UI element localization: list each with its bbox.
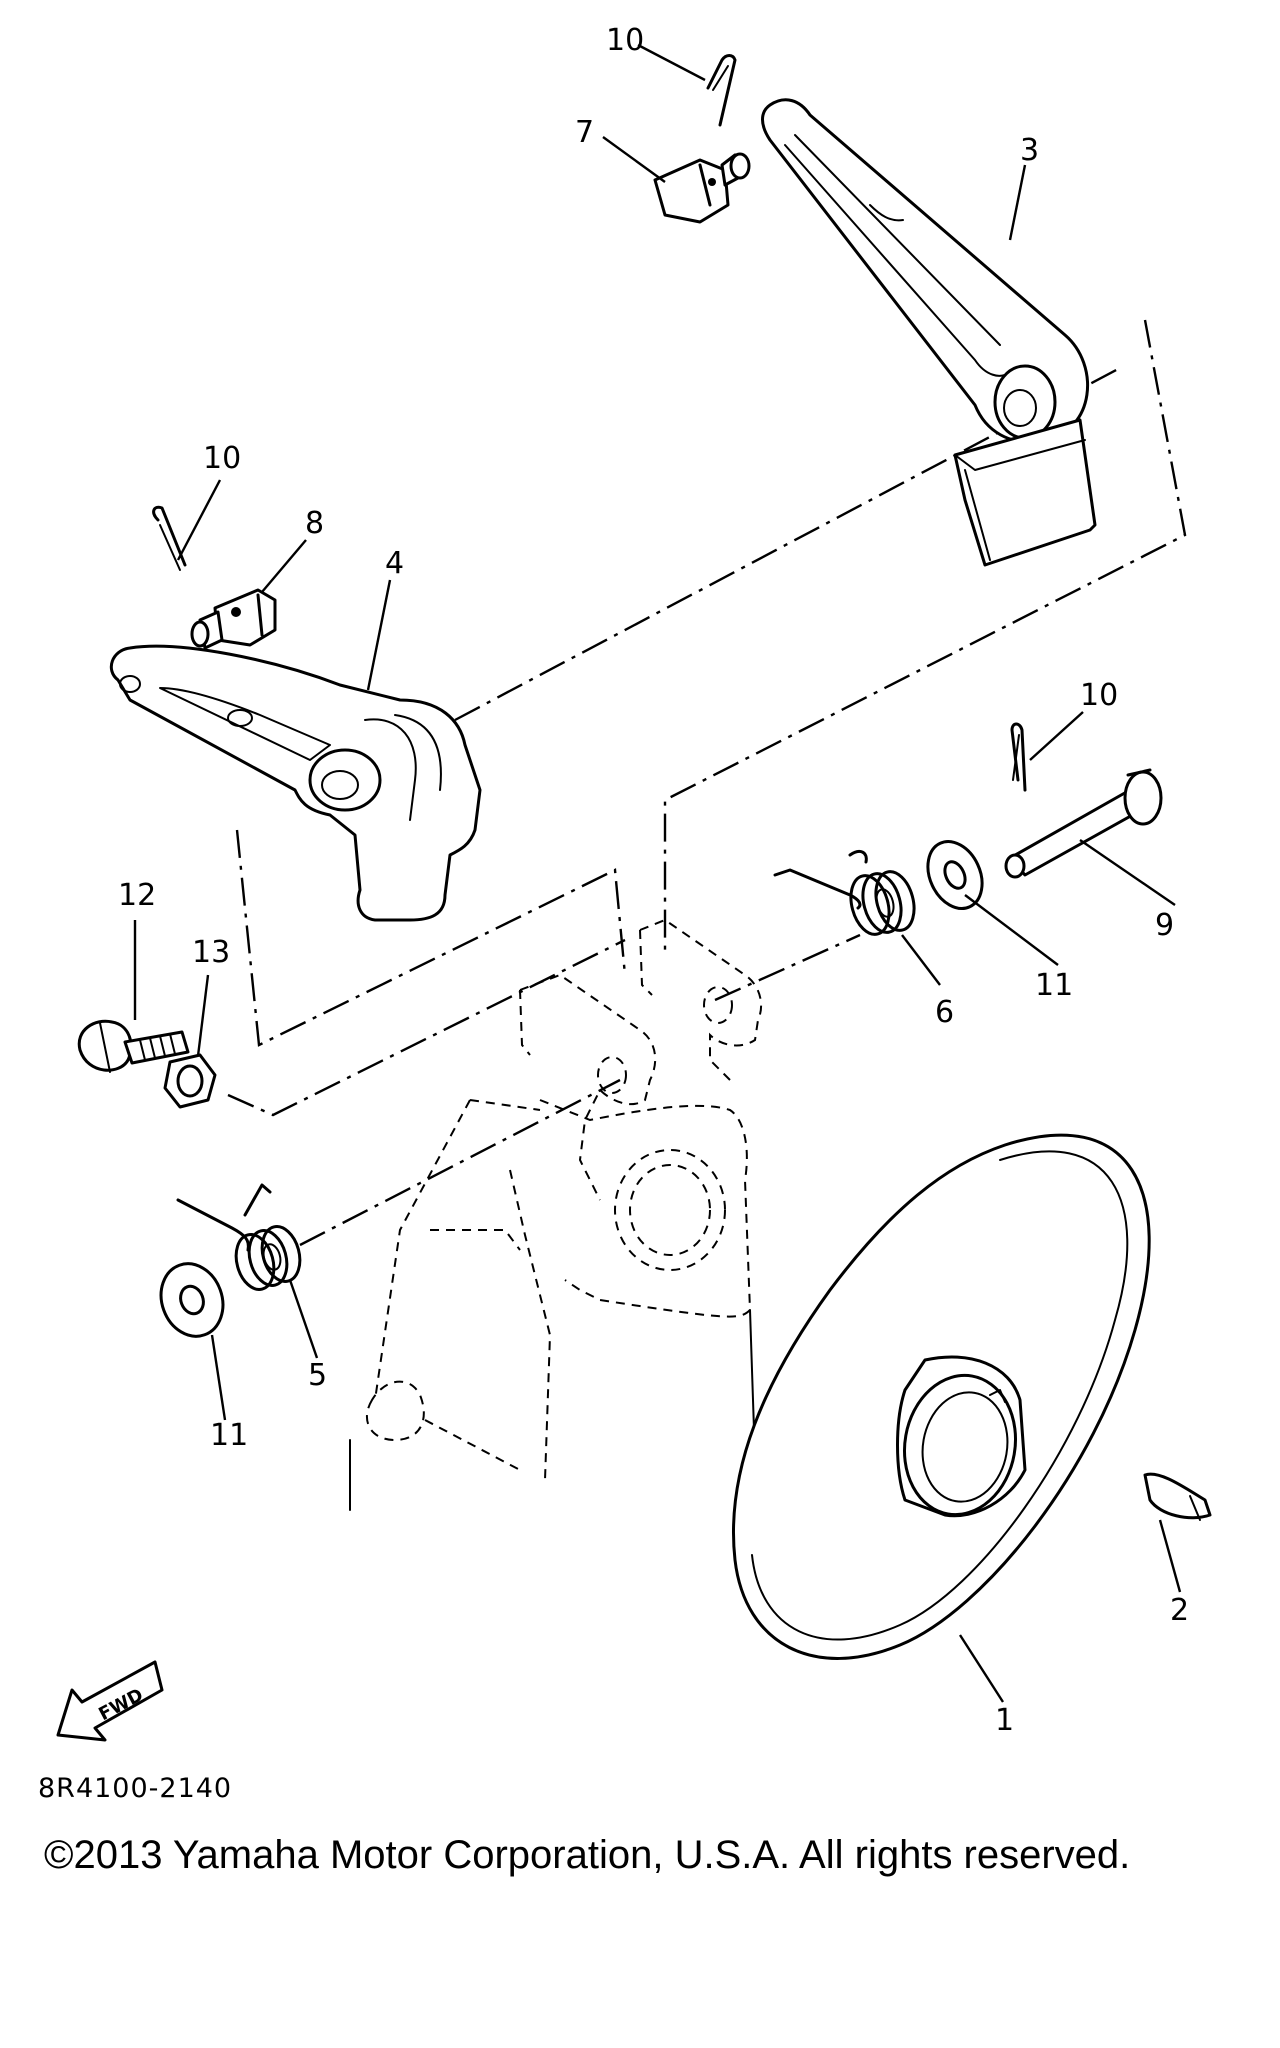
callout-12: 12 — [118, 878, 156, 913]
callout-3: 3 — [1020, 133, 1039, 168]
callouts: 10 7 3 10 8 4 10 9 11 6 12 13 5 11 2 1 — [118, 23, 1189, 1738]
callout-10-top: 10 — [606, 23, 644, 58]
callout-7: 7 — [575, 115, 594, 150]
bracket-housing — [349, 918, 763, 1511]
callout-2: 2 — [1170, 1593, 1189, 1628]
callout-13: 13 — [192, 935, 230, 970]
part-2-key — [1143, 1472, 1212, 1521]
callout-6: 6 — [935, 995, 954, 1030]
part-4-lower-lever — [109, 644, 482, 922]
part-10-cotter-pin-top — [706, 54, 737, 127]
callout-11-left: 11 — [210, 1418, 248, 1453]
fwd-arrow: FWD — [56, 1660, 164, 1742]
part-13-nut — [163, 1053, 217, 1109]
part-11-washer-right — [926, 840, 984, 910]
leader-lines — [133, 43, 1182, 1703]
part-1-sheave — [731, 1133, 1151, 1660]
part-9-long-pin — [1004, 768, 1163, 879]
part-12-bolt — [77, 1019, 190, 1073]
copyright-notice: ©2013 Yamaha Motor Corporation, U.S.A. A… — [44, 1833, 1131, 1877]
part-10-cotter-pin-left — [152, 505, 187, 571]
part-6-spring — [773, 850, 916, 936]
part-3-upper-lever — [761, 98, 1097, 567]
callout-10-left: 10 — [203, 441, 241, 476]
callout-9: 9 — [1155, 908, 1174, 943]
diagram-part-code: 8R4100-2140 — [38, 1773, 233, 1804]
callout-4: 4 — [385, 546, 404, 581]
callout-5: 5 — [308, 1358, 327, 1393]
part-11-washer-left — [159, 1262, 225, 1338]
callout-11-right: 11 — [1035, 968, 1073, 1003]
callout-10-right: 10 — [1080, 678, 1118, 713]
part-8-pin — [190, 588, 277, 650]
part-7-pin — [653, 152, 751, 224]
callout-1: 1 — [995, 1703, 1014, 1738]
callout-8: 8 — [305, 506, 324, 541]
part-10-cotter-pin-right — [1010, 722, 1027, 792]
part-5-spring — [176, 1183, 302, 1291]
